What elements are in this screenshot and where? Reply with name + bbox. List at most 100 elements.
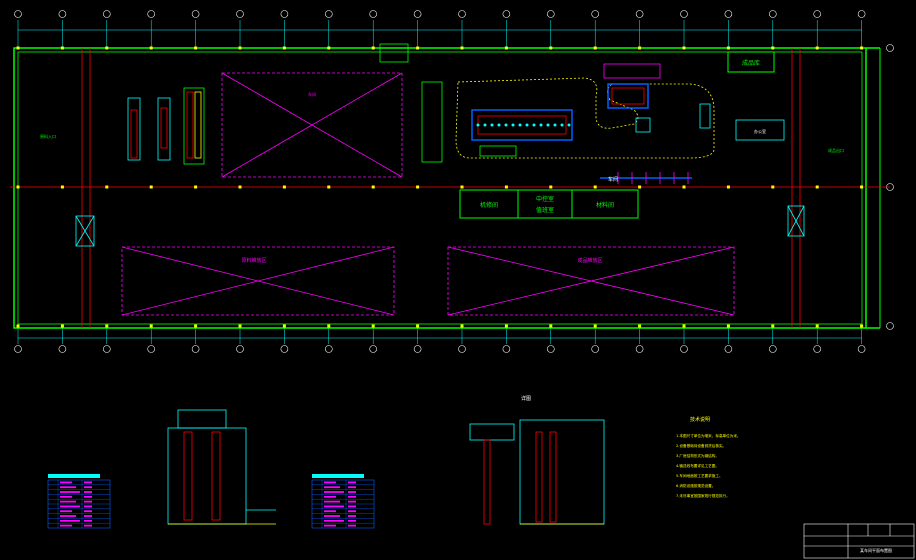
table-cell-mark [60, 481, 72, 484]
column-marker [726, 185, 730, 189]
roller [532, 123, 536, 127]
detail-elevation-left [167, 409, 276, 525]
note-line: 1.本图尺寸单位为毫米，标高单位为米。 [676, 433, 741, 438]
roller [525, 123, 529, 127]
grid-bubble-top [680, 10, 688, 18]
table-cell-mark [348, 505, 356, 508]
grid-bubble-top [458, 10, 466, 18]
title-block-text: 某车间平面布置图 [860, 547, 892, 553]
finished-storage-label: 成品库 [742, 59, 760, 67]
grid-bubble-top [546, 10, 555, 18]
table-cell-mark [348, 510, 356, 513]
table-cell-mark [60, 491, 80, 493]
table-cell-mark [84, 500, 92, 503]
grid-bubble-bottom [591, 345, 600, 353]
grid-bubble-bottom [191, 345, 200, 353]
grid-bubble-bottom [857, 345, 866, 353]
notes-title: 技术说明 [690, 416, 710, 423]
grid-bubble-top [280, 10, 289, 18]
grid-bubble-top [236, 10, 244, 18]
column-marker [638, 185, 642, 189]
column-marker [327, 46, 331, 50]
table-cell-mark [324, 491, 344, 493]
grid-bubble-bottom [280, 345, 289, 353]
grid-bubble-top [413, 10, 422, 18]
grid-bubble-top [191, 10, 200, 18]
grid-bubble-bottom [58, 345, 67, 353]
column-marker [105, 46, 109, 50]
detail-elevation-right [469, 419, 605, 525]
column-marker [504, 324, 508, 328]
table-cell-mark [84, 515, 92, 517]
right-hoist-box [787, 205, 805, 237]
table-cell-mark [348, 491, 356, 493]
grid-bubble-bottom [502, 345, 511, 353]
column-marker [460, 185, 464, 189]
column-marker [194, 46, 198, 50]
column-marker [327, 324, 331, 328]
table-cell-mark [324, 510, 336, 513]
grid-bubble-top [591, 10, 600, 18]
raw-storage-zone [121, 246, 395, 316]
note-line: 5.车间地面按工艺要求施工。 [676, 473, 723, 478]
column-marker [60, 324, 64, 328]
conveyor-rollers [476, 123, 689, 184]
grid-bubble-top [147, 10, 155, 18]
table-cell-mark [84, 486, 92, 489]
column-marker [16, 46, 20, 50]
grid-bubble-bottom [458, 345, 466, 353]
column-marker [460, 46, 464, 50]
column-marker [238, 46, 242, 50]
roller [476, 123, 480, 127]
table-cell-mark [60, 515, 76, 517]
materials-room-label: 材料间 [596, 201, 614, 209]
grid-bubble-top [813, 10, 822, 18]
grid-bubble-bottom [680, 345, 688, 353]
roller [490, 123, 494, 127]
table-cell-mark [84, 519, 92, 522]
grid-bubble-right [886, 322, 894, 330]
column-marker [105, 324, 109, 328]
column-markers [16, 46, 864, 328]
column-marker [149, 324, 153, 328]
column-marker [16, 324, 20, 328]
grid-bubble-bottom [768, 345, 777, 353]
table-cell-mark [60, 486, 76, 489]
column-marker [238, 324, 242, 328]
column-marker [860, 185, 864, 189]
column-marker [105, 185, 109, 189]
table-cell-mark [348, 500, 356, 503]
roller [504, 123, 508, 127]
column-marker [638, 324, 642, 328]
left-equipment-group [127, 43, 409, 165]
column-marker [371, 46, 375, 50]
column-marker [149, 46, 153, 50]
column-marker [682, 46, 686, 50]
grid-bubble-top [857, 10, 866, 18]
note-line: 6.消防设施按规范设置。 [676, 483, 715, 488]
column-grid-lines [14, 10, 894, 353]
left-entrance-label: 原料入口 [40, 133, 56, 139]
grid-bubble-bottom [546, 345, 555, 353]
table-cell-mark [84, 510, 92, 513]
column-marker [504, 185, 508, 189]
table-cell-mark [324, 495, 336, 498]
table-cell-mark [84, 524, 92, 527]
table-cell-mark [324, 515, 340, 517]
technical-notes: 1.本图尺寸单位为毫米，标高单位为米。 2.设备基础待设备到货后核实。 3.厂房… [676, 433, 741, 498]
note-line: 7.未尽事宜按国家现行规范执行。 [676, 493, 730, 498]
grid-bubble-top [103, 10, 111, 18]
roller [511, 123, 515, 127]
note-line: 3.厂房结构形式为钢结构。 [676, 453, 719, 458]
grid-bubble-top [14, 10, 22, 18]
grid-bubble-top [635, 10, 644, 18]
column-marker [860, 324, 864, 328]
column-marker [549, 185, 553, 189]
roller [567, 123, 571, 127]
table-cell-mark [348, 486, 356, 489]
column-marker [60, 46, 64, 50]
table-cell-mark [84, 505, 92, 508]
roller [497, 123, 501, 127]
top-zone-label: 车间 [308, 91, 316, 97]
